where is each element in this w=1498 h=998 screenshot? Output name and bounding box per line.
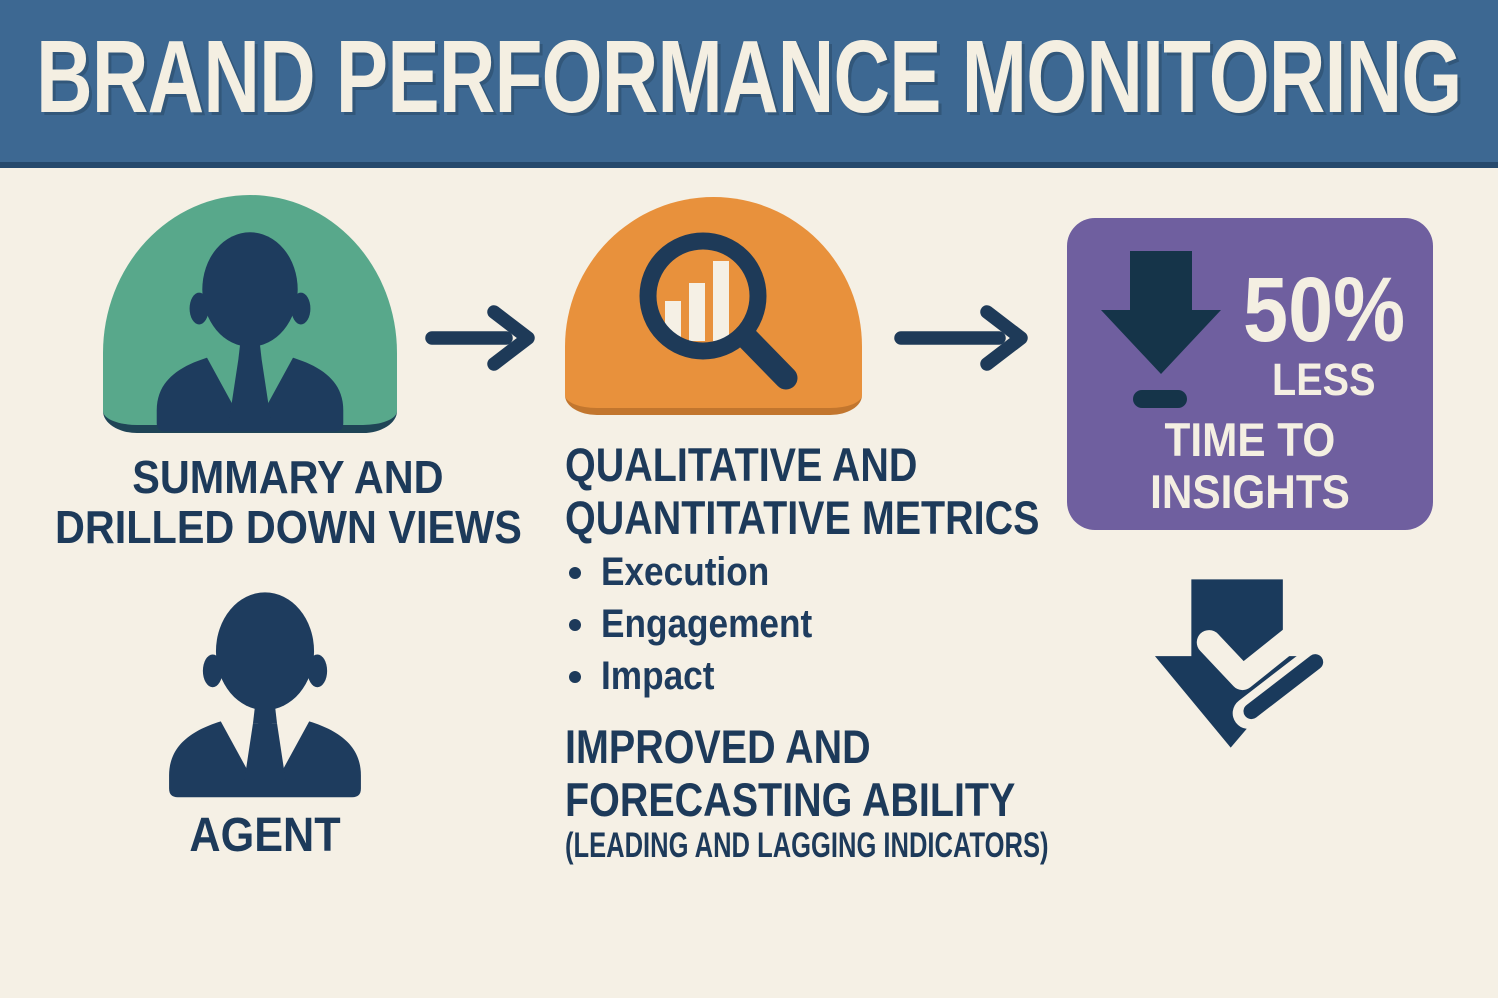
step1-label-line2: DRILLED DOWN VIEWS <box>54 501 522 553</box>
step1-label: SUMMARY AND DRILLED DOWN VIEWS <box>28 452 548 552</box>
bullet-item: Impact <box>565 654 841 698</box>
down-arrow-double-check-icon <box>1154 579 1334 748</box>
header-banner: BRAND PERFORMANCE MONITORING <box>0 0 1498 168</box>
stat-value: 50% <box>1242 259 1406 361</box>
step2-subheading: IMPROVED AND FORECASTING ABILITY <box>565 720 1016 826</box>
agent-businessman-icon <box>169 592 361 798</box>
stat-line3: INSIGHTS <box>1150 465 1350 518</box>
bullet-dot <box>569 671 581 683</box>
result-card: 50% LESS TIME TO INSIGHTS <box>1067 218 1433 530</box>
step2-note: (LEADING AND LAGGING INDICATORS) <box>565 826 1049 865</box>
stat-line2: TIME TO <box>1164 413 1336 466</box>
bullet-item: Execution <box>565 550 841 594</box>
bullet-dot <box>569 567 581 579</box>
right-arrow-icon <box>894 305 1028 371</box>
stat-word: LESS <box>1272 354 1376 405</box>
page-title: BRAND PERFORMANCE MONITORING <box>36 19 1462 134</box>
step1-label-line1: SUMMARY AND <box>132 451 444 503</box>
tie <box>227 331 273 430</box>
tie <box>242 694 288 796</box>
bullet-item: Engagement <box>565 602 841 646</box>
right-arrow-icon <box>425 305 535 371</box>
bar-chart-bars <box>665 261 729 341</box>
businessman-icon <box>156 232 344 432</box>
metrics-bullet-list: Execution Engagement Impact <box>565 550 841 708</box>
magnifier-bar-chart-icon <box>639 232 798 390</box>
agent-label: AGENT <box>189 809 341 862</box>
step2-heading: QUALITATIVE AND QUANTITATIVE METRICS <box>565 438 1040 544</box>
decrease-arrow-icon <box>1101 251 1221 408</box>
bullet-dot <box>569 619 581 631</box>
